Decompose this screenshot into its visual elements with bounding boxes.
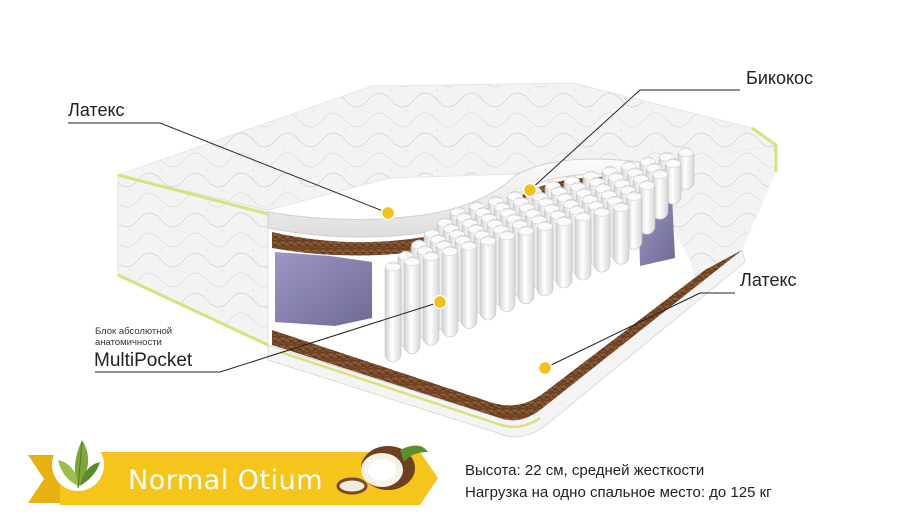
coconut-icon [336, 445, 428, 495]
label-multipocket: MultiPocket [94, 350, 193, 371]
spring-pocket [536, 221, 554, 297]
spring-pocket-cap [613, 203, 629, 212]
spring-pocket [460, 240, 478, 329]
marker-multipocket [432, 294, 448, 310]
spring-pocket-cap [678, 148, 694, 157]
brand-name: Normal Otium [128, 465, 324, 496]
label-latex-top: Латекс [68, 100, 125, 120]
spring-pocket-cap [385, 262, 401, 272]
tea-leaf-icon [52, 439, 104, 491]
marker-latex-top [380, 205, 396, 221]
coir-layer-bottom [272, 250, 742, 421]
label-bicocos: Бикокос [746, 68, 814, 88]
spring-pocket [574, 211, 592, 281]
marker-latex-bottom [537, 360, 553, 376]
spec-load: Нагрузка на одно спальное место: до 125 … [465, 484, 772, 501]
marker-bicocos [522, 182, 538, 198]
spring-pocket [593, 207, 611, 273]
piping-top-edge [117, 173, 269, 216]
label-block-caption-1: Блок абсолютной [95, 326, 173, 337]
piping-right-edge [751, 126, 778, 172]
label-block-caption-2: анатомичности [95, 337, 162, 348]
spring-pocket [517, 225, 535, 305]
spring-pocket [479, 235, 497, 321]
spring-pocket [441, 246, 459, 338]
spring-pocket-cap [499, 231, 515, 241]
spring-pocket-cap [442, 247, 458, 256]
spring-pocket-cap [594, 208, 610, 217]
spring-pocket-cap [556, 217, 572, 226]
spring-pocket-cap [665, 159, 681, 168]
spring-pocket-cap [423, 252, 439, 261]
spring-pocket [403, 256, 421, 354]
callout-lines [68, 89, 740, 373]
spring-pocket-cap [537, 222, 553, 231]
pocket-spring-block [384, 147, 695, 363]
label-latex-bottom: Латекс [740, 270, 797, 290]
spring-pocket-cap [575, 212, 591, 222]
spring-pocket [498, 230, 516, 312]
spring-pocket-cap [480, 236, 496, 246]
spec-height: Высота: 22 см, средней жесткости [465, 462, 705, 479]
piping-bottom-edge [117, 273, 269, 347]
spring-pocket-cap [404, 257, 420, 267]
latex-insert-left [275, 252, 372, 326]
spring-pocket-cap [639, 181, 655, 190]
spring-pocket-cap [626, 192, 642, 201]
piping-bottom-rim [279, 350, 541, 429]
spring-pocket-cap [461, 241, 477, 251]
spring-pocket-cap [652, 170, 668, 179]
spring-pocket [384, 261, 402, 363]
spring-pocket [612, 202, 630, 265]
spring-pocket-cap [518, 226, 534, 236]
spring-pocket [555, 216, 573, 289]
